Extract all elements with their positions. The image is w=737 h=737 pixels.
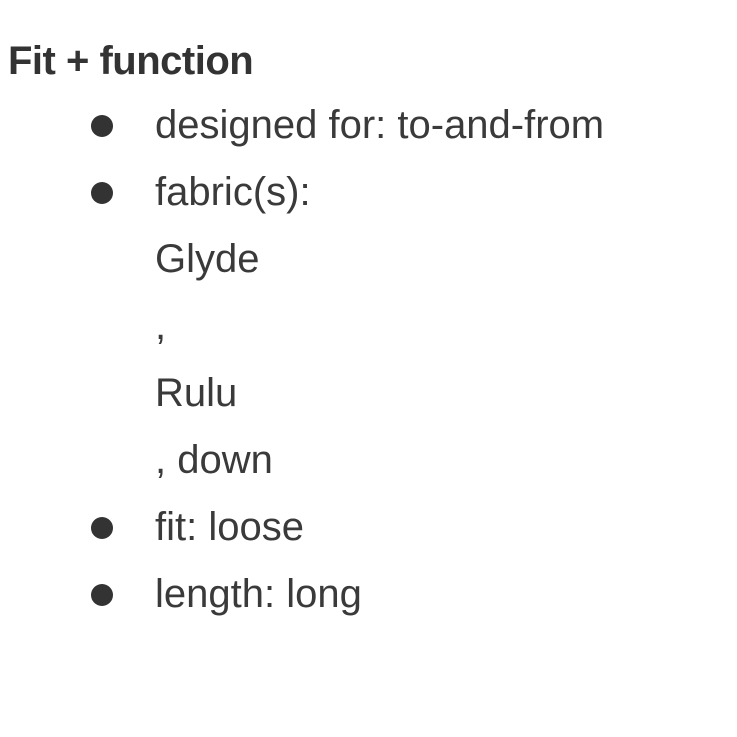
bullet-dot (91, 182, 113, 204)
list-item-label: designed for: to-and-from (155, 103, 605, 147)
list-item-designed-for: designed for: to-and-from (8, 92, 733, 159)
bullet-dot (91, 115, 113, 137)
bullet-dot (91, 517, 113, 539)
fabric-extra: , down (155, 438, 273, 482)
fabric-separator: , (155, 304, 167, 348)
fabric-name: Glyde (155, 237, 260, 281)
fit-function-section: Fit + function designed for: to-and-from… (8, 30, 733, 628)
list-item-length: length: long (8, 561, 733, 628)
bullet-dot (91, 584, 113, 606)
fabric-name: Rulu (155, 371, 238, 415)
feature-list: designed for: to-and-from fabric(s): Gly… (8, 92, 733, 628)
list-item-fabrics: fabric(s): Glyde , Rulu , down (8, 159, 733, 494)
list-item-label: length: long (155, 572, 362, 616)
list-item-label: fit: loose (155, 505, 304, 549)
list-item-label: fabric(s): (155, 170, 311, 214)
section-heading: Fit + function (8, 39, 254, 83)
list-item-fit: fit: loose (8, 494, 733, 561)
